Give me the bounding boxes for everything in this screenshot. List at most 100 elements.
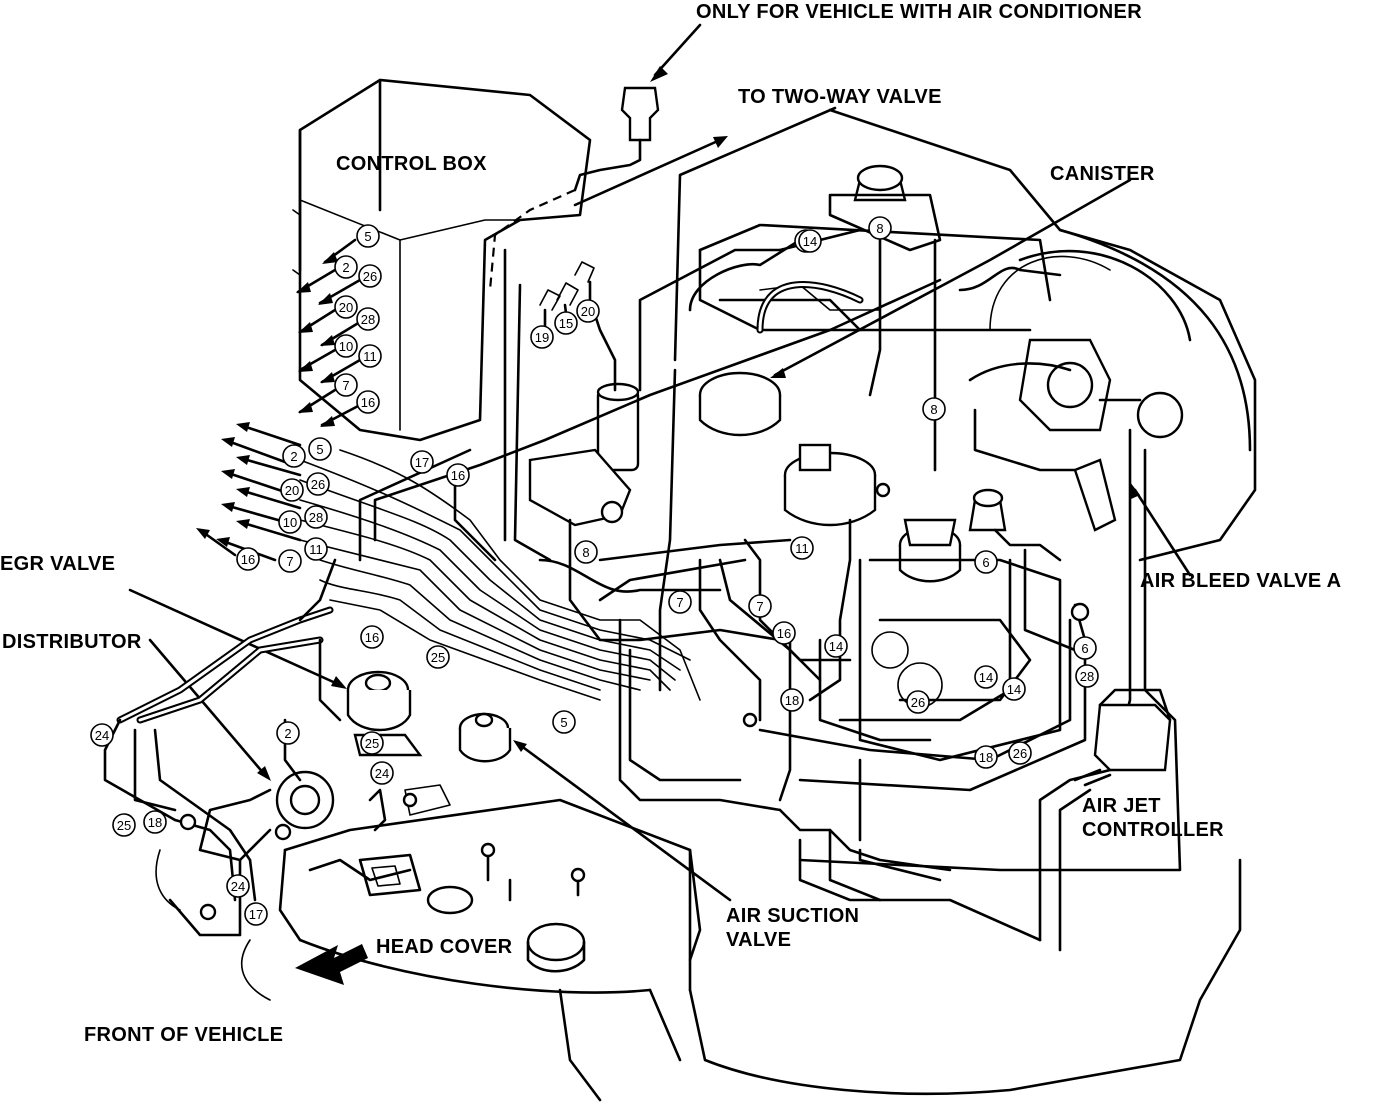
vacuum-hose-network	[358, 228, 1182, 952]
hose-number-16: 16	[360, 625, 384, 649]
solenoid-coil	[528, 382, 640, 527]
hose-number-2: 2	[276, 721, 300, 745]
hose-number-text: 14	[829, 639, 843, 654]
hose-number-28: 28	[304, 505, 328, 529]
distributor-part	[148, 638, 335, 937]
hose-number-24: 24	[226, 874, 250, 898]
hose-number-17: 17	[244, 902, 268, 926]
hose-number-19: 19	[530, 325, 554, 349]
hose-number-15: 15	[554, 311, 578, 335]
hose-number-text: 7	[676, 595, 683, 610]
hose-number-18: 18	[780, 688, 804, 712]
hose-number-8: 8	[574, 540, 598, 564]
hose-number-text: 10	[283, 515, 297, 530]
air-jet-controller-label-line2: CONTROLLER	[1082, 819, 1224, 841]
hose-number-14: 14	[824, 634, 848, 658]
hose-number-25: 25	[360, 731, 384, 755]
egr-valve-label: EGR VALVE	[0, 553, 116, 575]
hose-number-16: 16	[446, 463, 470, 487]
hose-number-2: 2	[334, 255, 358, 279]
hose-number-text: 26	[911, 695, 925, 710]
two-way-valve-arrow	[573, 136, 728, 207]
hose-number-text: 25	[431, 650, 445, 665]
head-cover-label: HEAD COVER	[376, 936, 513, 958]
hose-number-20: 20	[576, 299, 600, 323]
hose-number-text: 10	[339, 339, 353, 354]
hose-harness	[299, 449, 701, 701]
solenoid-bank	[503, 248, 617, 562]
distributor-label: DISTRIBUTOR	[2, 631, 142, 653]
hose-number-text: 2	[290, 449, 297, 464]
hose-number-text: 11	[309, 542, 323, 557]
air-suction-valve-label-line2: VALVE	[726, 929, 792, 951]
hose-number-28: 28	[356, 307, 380, 331]
misc-details	[179, 482, 1090, 921]
hose-number-text: 17	[415, 455, 429, 470]
egr-valve-part	[128, 588, 423, 757]
hose-number-text: 24	[375, 766, 389, 781]
hose-number-8: 8	[868, 216, 892, 240]
hose-number-text: 16	[365, 630, 379, 645]
hose-number-text: 24	[95, 728, 109, 743]
hose-number-text: 2	[284, 726, 291, 741]
hose-number-18: 18	[974, 745, 998, 769]
hose-number-text: 28	[309, 510, 323, 525]
hose-number-text: 6	[1081, 641, 1088, 656]
front-arrow	[295, 944, 368, 985]
hose-number-16: 16	[772, 621, 796, 645]
hose-number-text: 16	[777, 626, 791, 641]
hose-number-text: 11	[795, 541, 809, 556]
hose-number-2: 2	[282, 444, 306, 468]
hose-number-text: 5	[316, 442, 323, 457]
hose-number-bubbles: 5226202810117165226202810117161915201716…	[90, 216, 1099, 926]
hose-number-text: 11	[363, 349, 377, 364]
hose-number-25: 25	[112, 813, 136, 837]
hose-number-text: 14	[803, 234, 817, 249]
hose-number-5: 5	[356, 224, 380, 248]
air-bleed-valve-pipe	[1073, 458, 1192, 577]
hose-number-17: 17	[410, 450, 434, 474]
hose-number-text: 8	[876, 221, 883, 236]
canister-label: CANISTER	[1050, 163, 1155, 185]
hose-number-text: 8	[930, 402, 937, 417]
hose-number-5: 5	[552, 710, 576, 734]
hose-number-11: 11	[358, 344, 382, 368]
hose-number-20: 20	[334, 295, 358, 319]
central-valve-cluster	[698, 371, 1062, 762]
hose-number-24: 24	[370, 761, 394, 785]
hose-number-text: 16	[361, 395, 375, 410]
hose-number-text: 15	[559, 316, 573, 331]
hose-number-text: 28	[1080, 669, 1094, 684]
hose-number-text: 19	[535, 330, 549, 345]
hose-number-text: 14	[979, 670, 993, 685]
hose-number-20: 20	[280, 478, 304, 502]
hose-number-5: 5	[308, 437, 332, 461]
hose-number-26: 26	[358, 264, 382, 288]
hose-number-text: 5	[364, 229, 371, 244]
hose-number-text: 18	[148, 815, 162, 830]
hose-number-18: 18	[143, 810, 167, 834]
hose-number-text: 5	[560, 715, 567, 730]
hose-number-text: 18	[785, 693, 799, 708]
hose-number-7: 7	[668, 590, 692, 614]
hose-number-16: 16	[236, 547, 260, 571]
canister-part	[770, 164, 1132, 378]
hose-number-7: 7	[748, 594, 772, 618]
air-jet-controller-label-line1: AIR JET	[1082, 795, 1161, 817]
hose-number-text: 20	[581, 304, 595, 319]
hose-number-26: 26	[906, 690, 930, 714]
hose-number-10: 10	[334, 334, 358, 358]
hose-number-text: 26	[311, 477, 325, 492]
hose-number-text: 7	[286, 554, 293, 569]
hose-number-text: 25	[117, 818, 131, 833]
hose-number-text: 18	[979, 750, 993, 765]
throttle-body	[1018, 338, 1184, 439]
air-bleed-valve-a-label: AIR BLEED VALVE A	[1140, 570, 1342, 592]
hose-number-14: 14	[1002, 677, 1026, 701]
two-way-valve-label: TO TWO-WAY VALVE	[738, 86, 942, 108]
control-box-port-arrows	[296, 238, 362, 427]
hose-number-text: 6	[982, 555, 989, 570]
hose-number-text: 14	[1007, 682, 1021, 697]
air-jet-controller-part	[1073, 688, 1172, 787]
hose-number-14: 14	[798, 229, 822, 253]
